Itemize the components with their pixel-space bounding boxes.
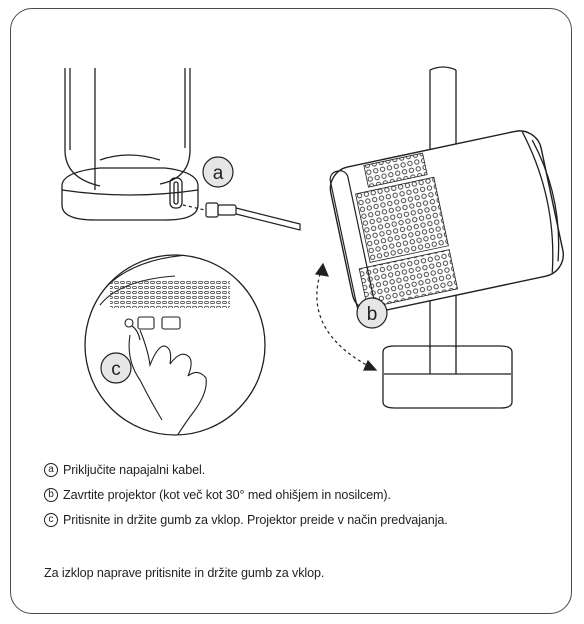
projector-base-drawing xyxy=(61,68,199,221)
step-a-text: Priključite napajalni kabel. xyxy=(63,462,206,477)
power-off-note: Za izklop naprave pritisnite in držite g… xyxy=(44,566,325,580)
step-c-text: Pritisnite in držite gumb za vklop. Proj… xyxy=(63,512,448,527)
callout-c-circle xyxy=(100,352,132,384)
rotation-arrow-drawing xyxy=(314,262,378,371)
projector-body-drawing xyxy=(329,130,564,314)
callout-c-label: c xyxy=(111,359,121,380)
step-a: a Priključite napajalni kabel. xyxy=(44,457,564,482)
step-b-text: Zavrtite projektor (kot več kot 30° med … xyxy=(63,487,391,502)
setup-illustration: a c xyxy=(61,66,564,436)
step-c-badge: c xyxy=(44,512,58,527)
callout-b-label: b xyxy=(367,304,378,325)
callout-a-label: a xyxy=(213,163,224,184)
step-c: c Pritisnite in držite gumb za vklop. Pr… xyxy=(44,507,564,532)
callout-b-circle xyxy=(356,297,388,329)
step-b-badge: b xyxy=(44,487,58,502)
power-button-zoom xyxy=(84,254,266,436)
step-b: b Zavrtite projektor (kot več kot 30° me… xyxy=(44,482,564,507)
power-cable-drawing xyxy=(182,202,301,231)
step-a-badge: a xyxy=(44,462,58,477)
callout-a-circle xyxy=(202,156,234,188)
step-list: a Priključite napajalni kabel. b Zavrtit… xyxy=(44,457,564,532)
